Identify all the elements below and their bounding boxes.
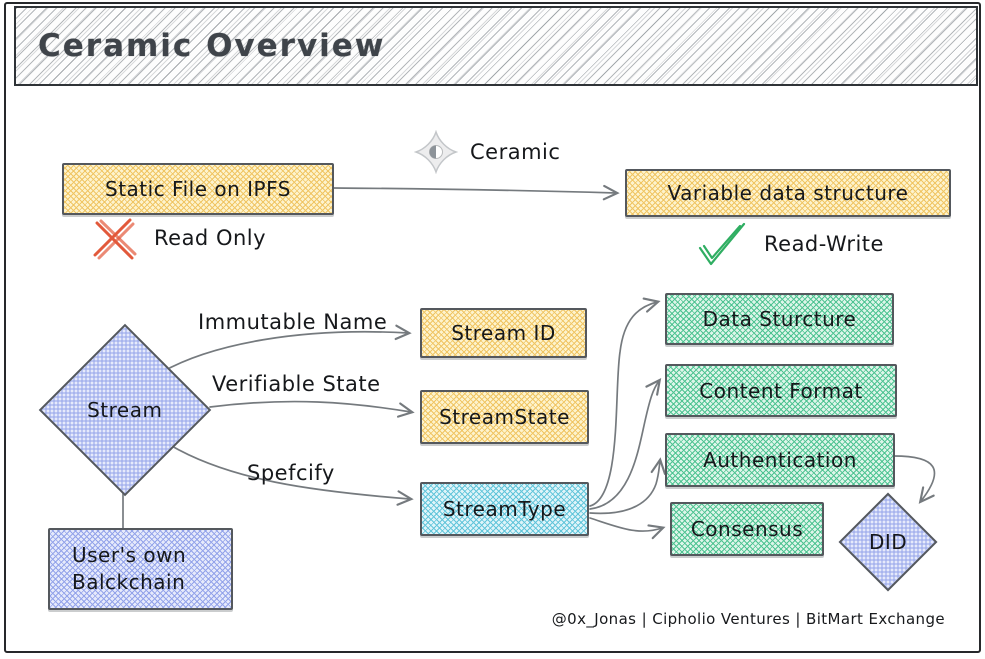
- node-users-own-blockchain: User's own Balckchain: [48, 528, 233, 610]
- read-write-label: Read-Write: [764, 232, 884, 256]
- node-authentication: Authentication: [665, 433, 895, 487]
- edge-label-immutable-name: Immutable Name: [198, 310, 388, 334]
- title-bar: Ceramic Overview: [14, 6, 978, 86]
- node-stream-id: Stream ID: [420, 308, 587, 358]
- arrow-stream-to-stream-state: [209, 400, 415, 418]
- node-static-file-ipfs: Static File on IPFS: [62, 163, 334, 215]
- read-only-label: Read Only: [154, 226, 267, 250]
- check-mark-icon: [698, 222, 746, 266]
- node-label: Content Format: [699, 378, 863, 403]
- arrow-streamtype-to-authentication: [589, 457, 666, 515]
- ceramic-legend: Ceramic: [414, 130, 560, 174]
- node-stream-type: StreamType: [420, 482, 589, 536]
- node-label: StreamType: [442, 497, 567, 521]
- node-variable-data-structure: Variable data structure: [625, 169, 951, 217]
- page-title: Ceramic Overview: [38, 28, 386, 64]
- read-write-legend: Read-Write: [696, 220, 884, 268]
- node-label-line1: User's own: [72, 543, 187, 567]
- node-label: Stream ID: [451, 321, 556, 345]
- node-content-format: Content Format: [665, 364, 897, 417]
- ceramic-label: Ceramic: [470, 140, 561, 164]
- node-stream-state: StreamState: [420, 390, 589, 444]
- read-only-legend: Read Only: [90, 214, 266, 262]
- edge-label-verifiable-state: Verifiable State: [212, 372, 381, 396]
- node-label: Data Sturcture: [702, 307, 857, 331]
- node-label: Stream: [87, 398, 163, 422]
- ceramic-logo-icon: [414, 130, 458, 174]
- node-label: Consensus: [690, 517, 804, 541]
- node-label-line2: Balckchain: [72, 570, 186, 594]
- arrow-stream-to-stream-id: [161, 324, 412, 373]
- node-consensus: Consensus: [670, 502, 824, 556]
- arrow-ipfs-to-variable: [332, 184, 620, 201]
- arrow-streamtype-to-consensus: [589, 517, 666, 540]
- arrow-stream-to-stream-type: [169, 444, 414, 506]
- node-label: StreamState: [439, 405, 570, 429]
- arrow-streamtype-to-data-structure: [589, 297, 661, 507]
- arrow-streamtype-to-content-format: [589, 378, 662, 510]
- node-label: Authentication: [703, 448, 857, 472]
- node-label: DID: [868, 529, 908, 554]
- x-mark-icon: [93, 218, 137, 260]
- edge-label-specify: Spefcify: [247, 461, 335, 485]
- node-data-structure: Data Sturcture: [665, 293, 894, 345]
- node-label: Static File on IPFS: [105, 177, 291, 201]
- arrow-authentication-to-did: [893, 455, 936, 504]
- credit-text: @0x_Jonas | Cipholio Ventures | BitMart …: [551, 610, 945, 628]
- node-label: Variable data structure: [667, 181, 909, 205]
